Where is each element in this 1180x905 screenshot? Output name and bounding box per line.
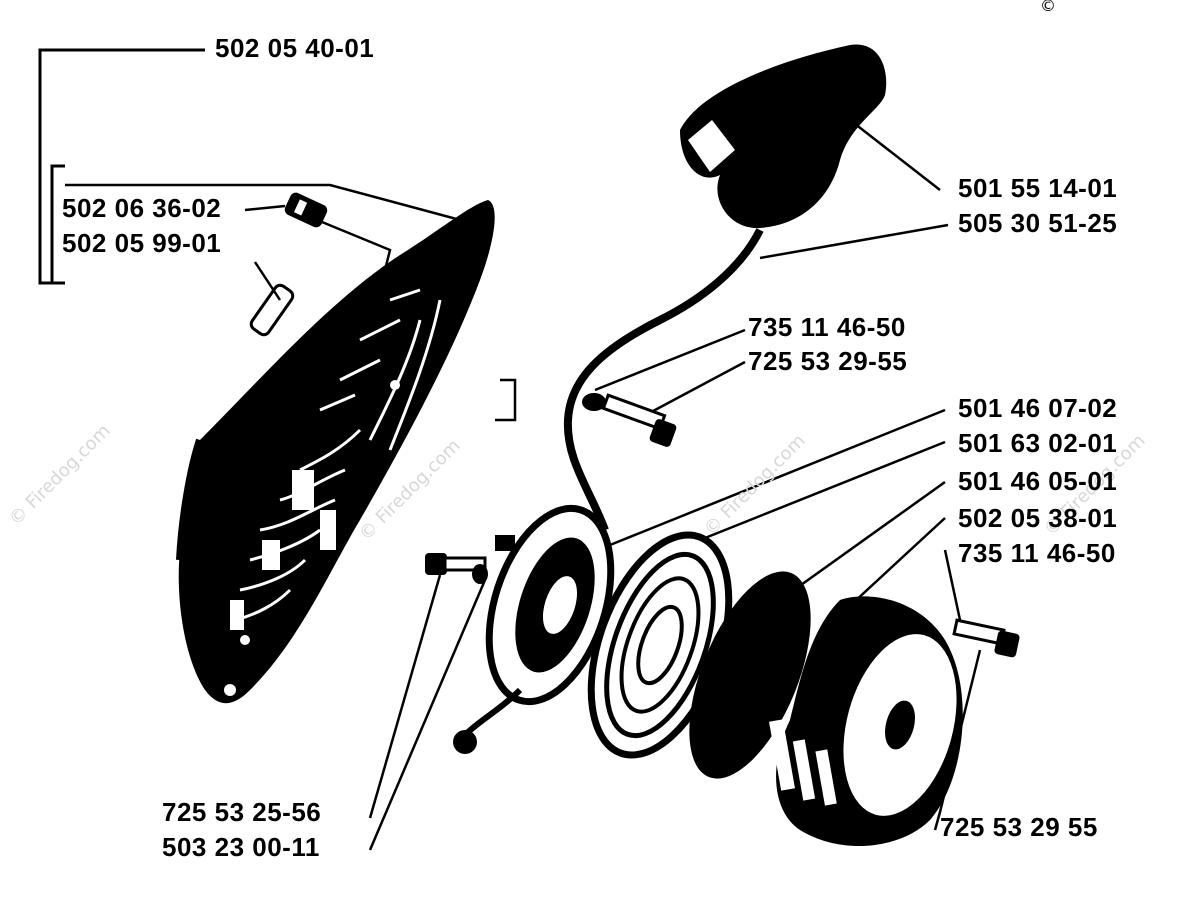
starter-cord-illustration [563, 228, 764, 532]
copyright-symbol: © [1040, 0, 1056, 15]
label-screw-top: 725 53 29-55 [748, 346, 908, 376]
label-pulley: 501 46 07-02 [958, 393, 1118, 423]
assembly-bracket [38, 48, 205, 285]
label-stud: 502 06 36-02 [62, 193, 222, 223]
screw-left-illustration [425, 553, 488, 584]
label-washer-top: 735 11 46-50 [748, 312, 906, 342]
screw-top-illustration [582, 393, 677, 447]
label-washer-right: 735 11 46-50 [958, 538, 1116, 568]
screen-illustration [689, 571, 811, 779]
screw-right-illustration [952, 618, 1020, 658]
label-washer-left: 503 23 00-11 [162, 832, 320, 862]
label-handle: 501 55 14-01 [958, 173, 1118, 203]
spring-pin-illustration [249, 283, 295, 337]
label-spring-pin: 502 05 99-01 [62, 228, 222, 258]
leader-lines [65, 119, 982, 851]
label-screw-bottom-right: 725 53 29 55 [940, 812, 1098, 842]
starter-cover-illustration [176, 200, 495, 704]
label-screw-left: 725 53 25-56 [162, 797, 322, 827]
label-screen: 501 46 05-01 [958, 466, 1118, 496]
label-flywheel-pawl: 502 05 38-01 [958, 503, 1118, 533]
handle-illustration [680, 44, 887, 229]
label-spring-cassette: 501 63 02-01 [958, 428, 1118, 458]
flywheel-illustration [769, 596, 963, 847]
label-cover-assembly: 502 05 40-01 [215, 33, 375, 63]
stud-illustration [284, 192, 328, 228]
label-starter-cord: 505 30 51-25 [958, 208, 1118, 238]
